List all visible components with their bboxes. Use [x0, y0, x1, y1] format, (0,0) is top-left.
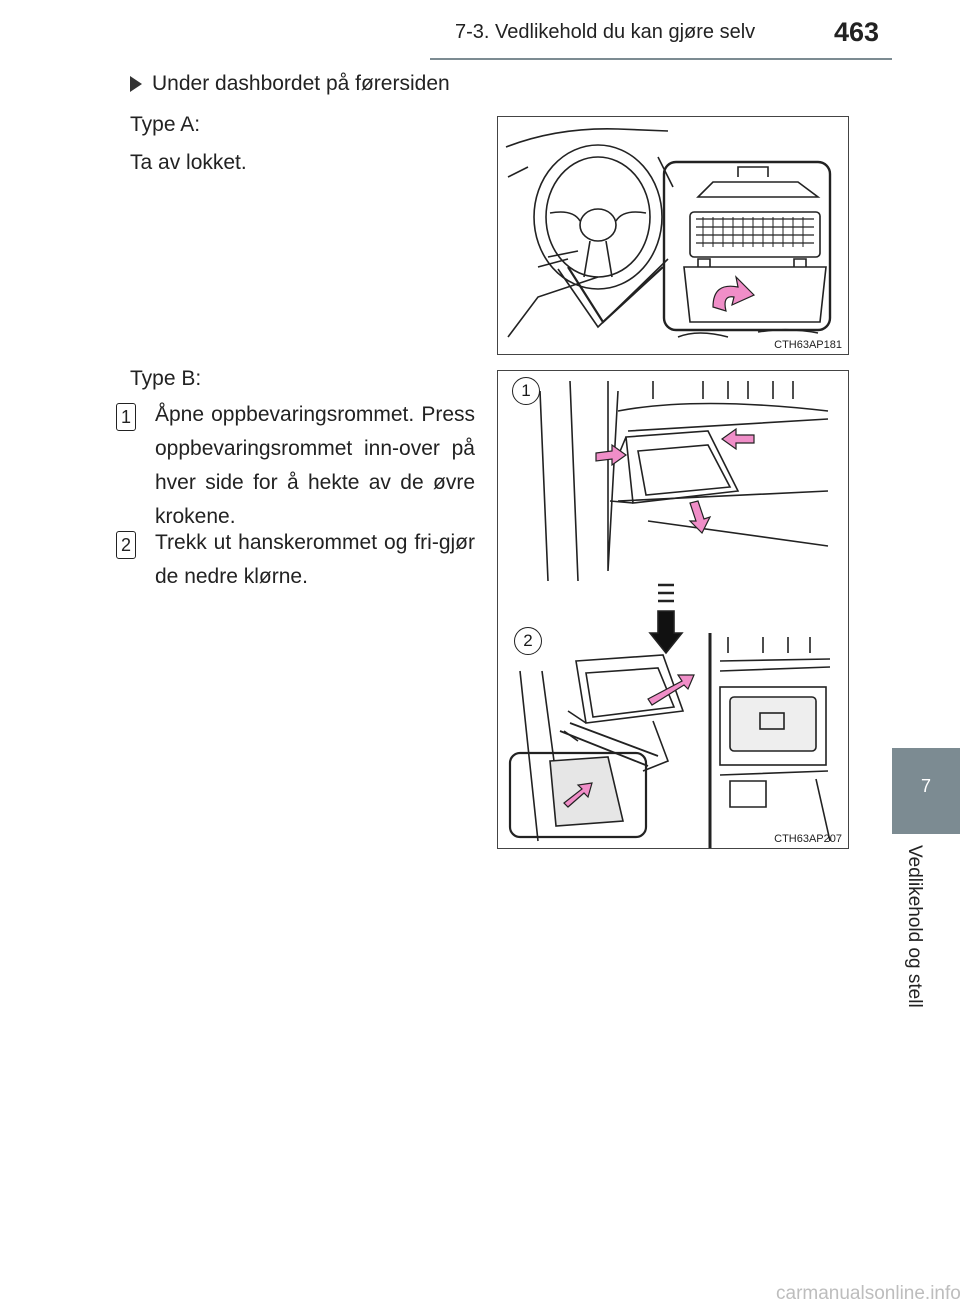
section-heading-text: Under dashbordet på førersiden — [152, 72, 450, 95]
pink-arrow-icon — [647, 674, 695, 706]
chapter-number: 7 — [920, 776, 931, 796]
type-b-label: Type B: — [130, 367, 202, 390]
figure-b-code: CTH63AP207 — [774, 833, 842, 845]
pink-arrow-icon — [712, 275, 756, 312]
triangle-bullet-icon — [130, 76, 142, 92]
chapter-label: Vedlikehold og stell — [904, 845, 925, 1008]
step-1-text: Åpne oppbevaringsrommet. Press oppbevari… — [155, 403, 475, 528]
chapter-tab: 7 — [892, 748, 960, 834]
header-section-title: 7-3. Vedlikehold du kan gjøre selv — [455, 21, 756, 43]
pink-arrow-icon — [720, 427, 755, 451]
pink-arrow-icon — [563, 782, 593, 808]
figure-a-code: CTH63AP181 — [774, 339, 842, 351]
section-heading: Under dashbordet på førersiden — [130, 72, 450, 96]
header-divider — [430, 58, 892, 60]
figure-type-b: 1 2 CTH63AP207 — [497, 370, 849, 849]
watermark: carmanualsonline.info — [776, 1283, 960, 1304]
dashboard-fusebox-illustration — [505, 128, 832, 338]
step-number-1: 1 — [116, 403, 136, 431]
type-a-label: Type A: — [130, 113, 201, 136]
step-number-2: 2 — [116, 531, 136, 559]
type-a-instruction: Ta av lokket. — [130, 151, 247, 174]
pink-arrow-icon — [688, 500, 712, 535]
figure-step-marker-1: 1 — [512, 377, 540, 405]
pink-arrow-icon — [595, 443, 628, 467]
figure-step-marker-2: 2 — [514, 627, 542, 655]
page-number: 463 — [834, 17, 880, 47]
step-2-text: Trekk ut hanskerommet og fri-gjør de ned… — [155, 531, 475, 588]
glovebox-removal-illustration — [508, 380, 831, 848]
figure-type-a: CTH63AP181 — [497, 116, 849, 355]
